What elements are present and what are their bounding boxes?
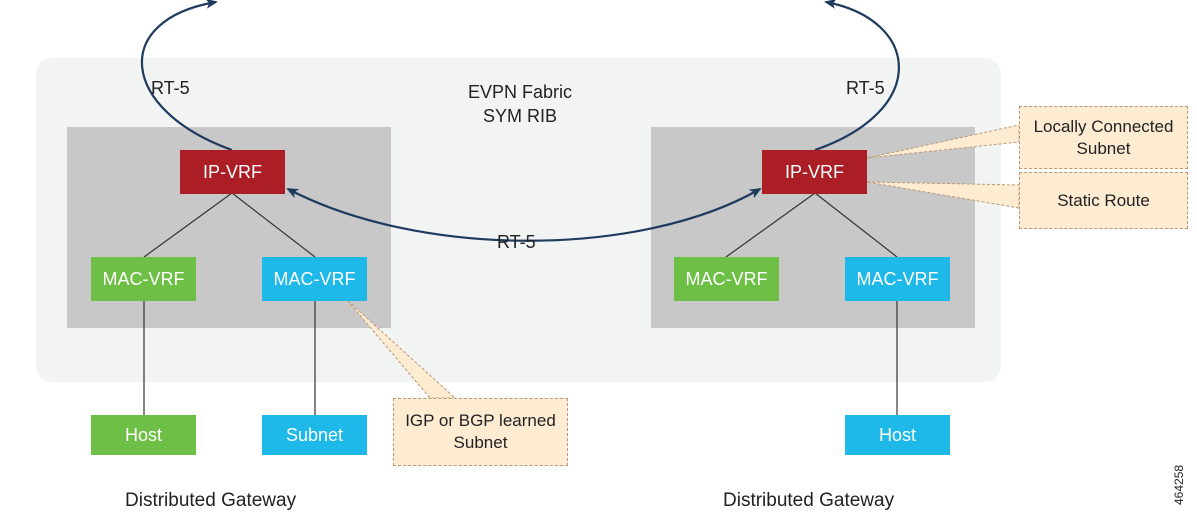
right-ip-vrf: IP-VRF [762,150,867,194]
right-tree-line-green [725,192,816,258]
left-tree-line-blue [231,192,316,258]
fabric-title-line1: EVPN Fabric [467,82,573,102]
right-rt5-label: RT-5 [846,78,885,98]
left-mac-vrf-green: MAC-VRF [91,257,196,301]
left-subnet: Subnet [262,415,367,455]
left-tree-line-green [143,192,233,258]
left-host: Host [91,415,196,455]
right-rt5-arrow [814,0,900,152]
middle-rt5-arrow [286,188,762,242]
left-ip-vrf: IP-VRF [180,150,285,194]
locally-connected-callout: Locally Connected Subnet [1019,106,1188,169]
left-mac-vrf-blue: MAC-VRF [262,257,367,301]
right-gateway-label: Distributed Gateway [723,490,895,511]
right-host: Host [845,415,950,455]
left-rt5-label: RT-5 [151,78,190,98]
static-route-callout: Static Route [1019,172,1188,229]
fabric-title-line2: SYM RIB [482,106,557,126]
middle-rt5-label: RT-5 [497,232,536,252]
static-route-pointer [866,181,1020,209]
fabric-title: EVPN Fabric SYM RIB [440,80,600,128]
igp-bgp-callout: IGP or BGP learned Subnet [393,398,568,466]
right-mac-vrf-green: MAC-VRF [674,257,779,301]
locally-connected-pointer [866,124,1020,159]
igp-bgp-pointer [346,299,457,399]
right-tree-line-blue [814,192,898,258]
left-rt5-arrow [141,0,233,152]
left-gateway-label: Distributed Gateway [125,490,297,511]
figure-id: 464258 [1172,464,1186,505]
right-mac-vrf-blue: MAC-VRF [845,257,950,301]
